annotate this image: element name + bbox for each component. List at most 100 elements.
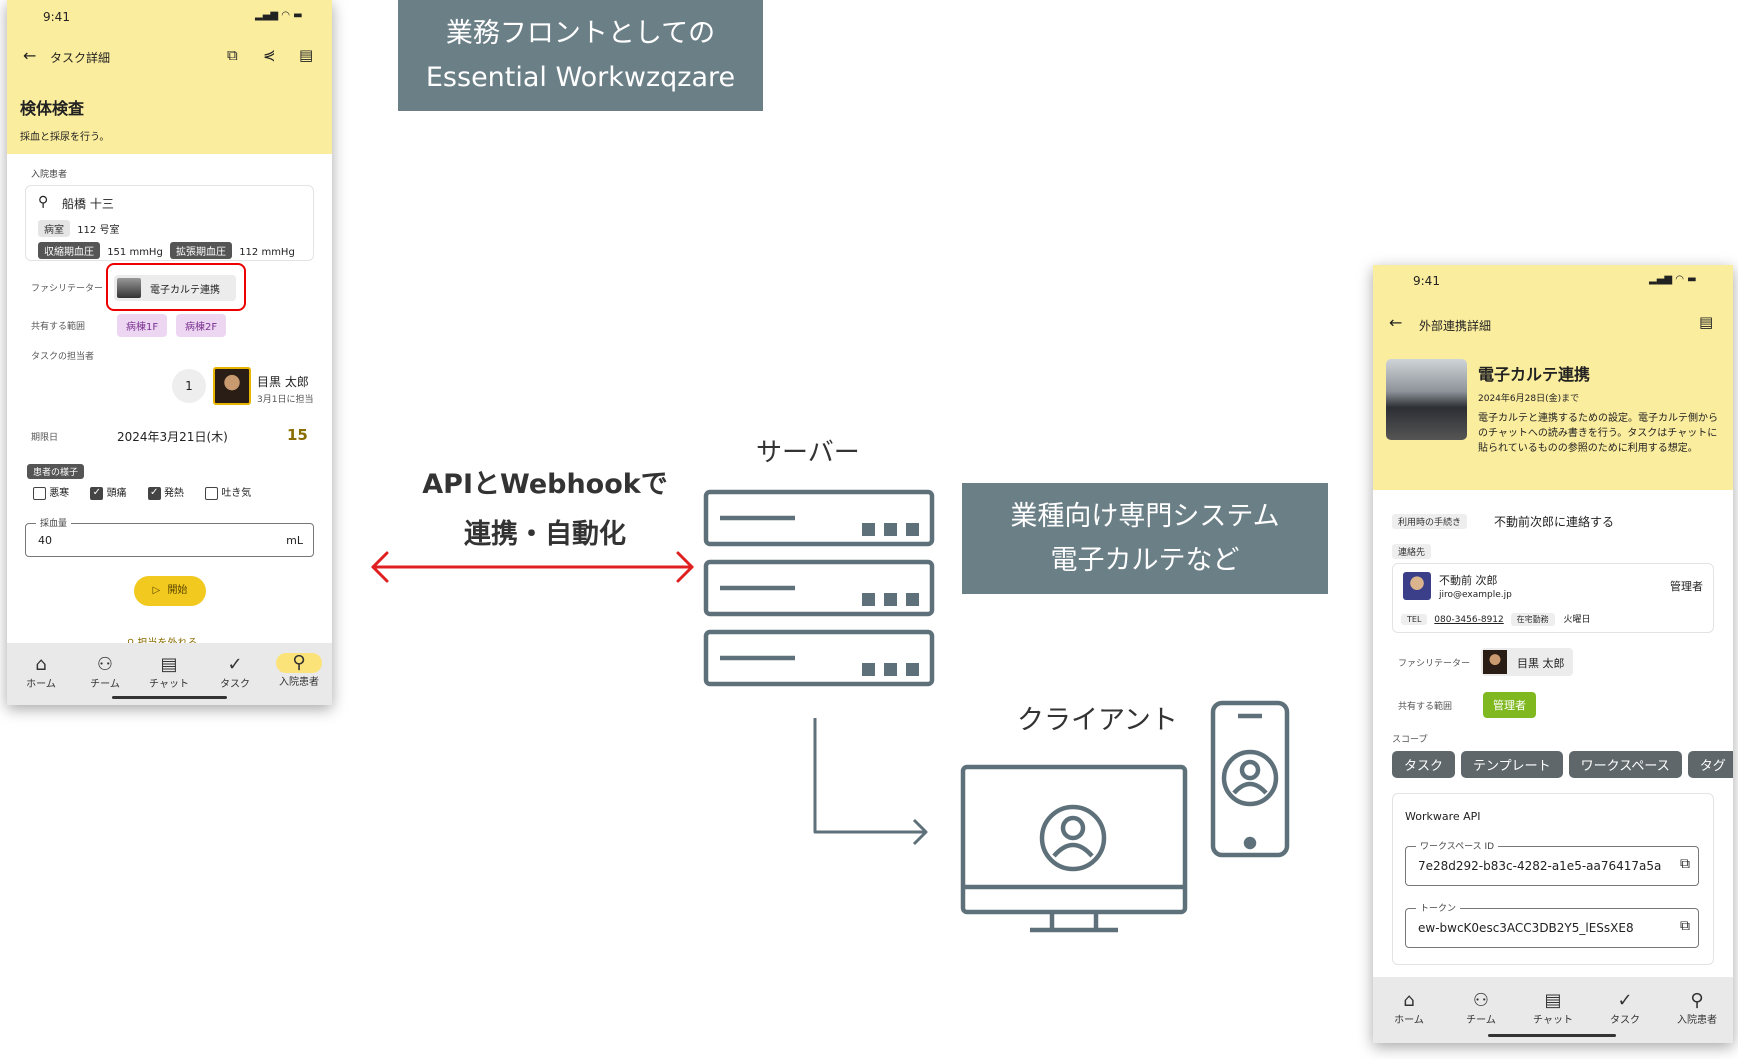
api-card: Workware API ワークスペース ID 7e28d292-b83c-42…	[1392, 793, 1714, 965]
person-icon: ⚲	[38, 194, 49, 210]
duplicate-icon[interactable]: ⧉	[227, 46, 238, 64]
nav-home[interactable]: ⌂ホーム	[21, 655, 61, 691]
symptom-item[interactable]: 悪寒	[33, 486, 69, 500]
nav-home-label: ホーム	[1394, 1015, 1424, 1026]
nav-patients-label: 入院患者	[279, 677, 319, 688]
contact-label: 連絡先	[1392, 544, 1432, 559]
start-button[interactable]: ▷ 開始	[134, 576, 206, 606]
scope2-tag-template: テンプレート	[1461, 751, 1563, 778]
patient-section-label: 入院患者	[31, 170, 68, 180]
copy-icon[interactable]: ⧉	[1680, 918, 1690, 934]
front-banner-line2: Essential Workwzqzare	[425, 62, 736, 93]
checkbox-chills[interactable]	[33, 486, 46, 500]
deadline-label: 期限日	[31, 433, 59, 443]
facilitator-chip[interactable]: 目黒 太郎	[1481, 648, 1573, 676]
facilitator-chip[interactable]: 電子カルテ連携	[114, 275, 236, 301]
chat-icon[interactable]: ▤	[1699, 313, 1714, 331]
copy-icon[interactable]: ⧉	[1680, 856, 1690, 872]
back-arrow-icon[interactable]: ←	[1389, 313, 1403, 332]
nav-team[interactable]: ⚇チーム	[1461, 990, 1501, 1027]
integration-date: 2024年6月28日(金)まで	[1478, 394, 1580, 404]
nav-chat-label: チャット	[1533, 1015, 1573, 1026]
patients-icon: ⚲	[276, 653, 322, 673]
procedure-value: 不動前次郎に連絡する	[1494, 515, 1615, 529]
token-field[interactable]: トークン ew-bwcK0esc3ACC3DB2Y5_lESsXE8 ⧉	[1405, 901, 1699, 948]
nav-patients[interactable]: ⚲ 入院患者	[273, 653, 325, 688]
api-title: Workware API	[1405, 810, 1481, 823]
scope2-label: スコープ	[1392, 735, 1428, 745]
contact-role: 管理者	[1670, 580, 1703, 593]
task-title: 検体検査	[20, 99, 85, 118]
deadline-value[interactable]: 2024年3月21日(木)	[117, 430, 228, 444]
task-check-icon: ✓	[227, 654, 243, 675]
status-icons: ▂▄▆ ◠ ▬	[255, 10, 303, 21]
nav-patients-label: 入院患者	[1677, 1015, 1717, 1026]
symptom-item[interactable]: 吐き気	[205, 486, 252, 500]
scope2-tag-tag: タグ	[1687, 751, 1733, 778]
monitor-icon	[960, 764, 1188, 933]
status-time: 9:41	[1413, 274, 1440, 288]
back-arrow-icon[interactable]: ←	[23, 46, 37, 65]
assignee-avatar[interactable]	[213, 367, 251, 405]
deadline-days: 15	[287, 426, 308, 444]
facilitator-value: 電子カルテ連携	[150, 285, 220, 296]
chat-nav-icon: ▤	[160, 654, 178, 675]
room-row: 病室 112 号室	[38, 220, 119, 237]
scope2-tags: タスクテンプレートワークスペースタグ	[1392, 751, 1733, 778]
assignee-date: 3月1日に担当	[257, 395, 314, 405]
assignee-section-label: タスクの担当者	[31, 352, 95, 362]
symptom-label-nausea: 吐き気	[221, 488, 252, 499]
integration-desc: 電子カルテと連携するための設定。電子カルテ側からのチャットへの読み書きを行う。タ…	[1478, 413, 1718, 454]
diastolic-value: 112 mmHg	[239, 247, 295, 258]
car-thumb	[117, 278, 141, 298]
highlight-box	[106, 263, 246, 311]
team-icon: ⚇	[1472, 990, 1490, 1011]
symptom-label: 患者の様子	[27, 464, 85, 479]
chat-icon[interactable]: ▤	[299, 46, 314, 64]
nav-chat[interactable]: ▤チャット	[147, 654, 191, 691]
nav-chat[interactable]: ▤チャット	[1531, 991, 1575, 1027]
share-icon[interactable]: ⋞	[263, 46, 276, 64]
left-header-area	[7, 0, 332, 154]
remote-value: 火曜日	[1563, 615, 1591, 625]
scope-label: 共有する範囲	[31, 322, 86, 332]
nav-task[interactable]: ✓タスク	[215, 654, 255, 691]
nav-team[interactable]: ⚇チーム	[85, 654, 125, 691]
checkbox-headache[interactable]: ✓	[90, 486, 104, 500]
patient-card[interactable]: ⚲ 船橋 十三 病室 112 号室 収縮期血圧 151 mmHg 拡張期血圧 1…	[25, 185, 314, 261]
nav-patients[interactable]: ⚲入院患者	[1671, 991, 1723, 1027]
task-check-icon: ✓	[1617, 990, 1633, 1011]
scope2-tag-task: タスク	[1392, 751, 1456, 778]
facilitator-value: 目黒 太郎	[1517, 657, 1565, 670]
checkbox-nausea[interactable]	[205, 486, 219, 500]
scope-tag-admin: 管理者	[1483, 692, 1536, 718]
symptom-item[interactable]: ✓ 発熱	[147, 486, 184, 500]
bp-row: 収縮期血圧 151 mmHg 拡張期血圧 112 mmHg	[38, 242, 295, 259]
workspace-id-field[interactable]: ワークスペース ID 7e28d292-b83c-4282-a1e5-aa764…	[1405, 839, 1699, 886]
elbow-arrow	[813, 718, 928, 846]
header-title: 外部連携詳細	[1419, 319, 1492, 333]
system-banner-line1: 業種向け専門システム	[1010, 501, 1280, 532]
symptom-row: 悪寒 ✓ 頭痛 ✓ 発熱 吐き気	[33, 484, 251, 500]
header-title: タスク詳細	[50, 51, 111, 65]
facilitator-label: ファシリテーター	[31, 284, 104, 294]
diastolic-chip: 拡張期血圧	[170, 242, 232, 259]
tel-chip: TEL	[1401, 614, 1428, 625]
tel-value[interactable]: 080-3456-8912	[1434, 615, 1504, 625]
home-indicator	[1488, 1034, 1616, 1037]
contact-email[interactable]: jiro@example.jp	[1439, 590, 1512, 600]
room-chip: 病室	[38, 220, 70, 237]
checkbox-fever[interactable]: ✓	[147, 486, 161, 500]
integration-title: 電子カルテ連携	[1478, 365, 1591, 384]
symptom-item[interactable]: ✓ 頭痛	[90, 486, 127, 500]
workspace-id-label: ワークスペース ID	[1416, 839, 1499, 852]
contact-card[interactable]: 不動前 次郎 管理者 jiro@example.jp TEL 080-3456-…	[1392, 563, 1714, 633]
scope2-tag-workspace: ワークスペース	[1568, 751, 1682, 778]
nav-home[interactable]: ⌂ホーム	[1389, 991, 1429, 1027]
blood-volume-field[interactable]: 採血量 40 mL	[25, 516, 314, 557]
remote-chip: 在宅勤務	[1510, 613, 1555, 626]
team-icon: ⚇	[96, 654, 114, 675]
start-button-label: 開始	[167, 585, 188, 596]
nav-task[interactable]: ✓タスク	[1605, 990, 1645, 1027]
smartphone-icon	[1210, 700, 1290, 858]
